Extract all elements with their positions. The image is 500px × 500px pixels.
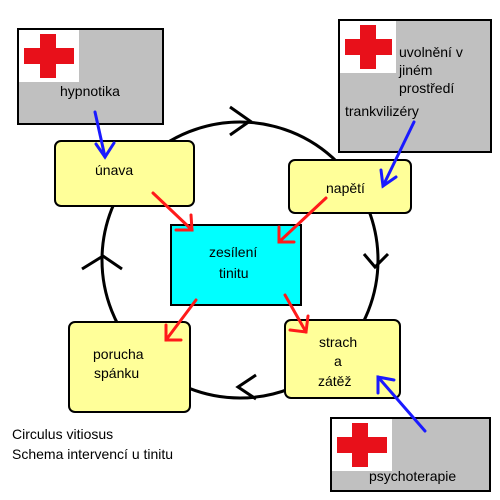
red-cross-icon (332, 419, 392, 471)
red-cross-icon (19, 30, 79, 82)
cycle-arrow-top (229, 105, 253, 137)
arrow-psychoterapie-to-strach (376, 375, 427, 433)
trankvilizery-line-1: uvolnění v (399, 44, 463, 60)
cycle-ring (100, 120, 380, 400)
hypnotika-label: hypnotika (60, 83, 120, 99)
arrow-trankvilizery-to-napeti (379, 120, 416, 189)
caption-line-2: Schema intervencí u tinitu (12, 446, 173, 462)
caption-line-1: Circulus vitiosus (12, 426, 113, 442)
porucha-spanku-line-2: spánku (94, 365, 139, 381)
trankvilizery-line-3: prostředí (399, 80, 454, 96)
center-line-2: tinitu (219, 265, 249, 281)
psychoterapie-label: psychoterapie (369, 468, 456, 484)
arrow-center-to-strach (283, 293, 310, 334)
arrow-hypnotika-to-unava (93, 110, 116, 160)
arrow-napeti-to-center (277, 196, 328, 244)
node-unava: únava (54, 140, 195, 207)
strach-zatez-line-2: a (334, 353, 342, 369)
treatment-box-trankvilizery: uvolnění v jiném prostředí trankvilizéry (338, 19, 492, 153)
center-node-zesileni-tinitu: zesílení tinitu (170, 224, 302, 306)
treatment-box-hypnotika: hypnotika (17, 28, 164, 125)
node-porucha-spanku: porucha spánku (68, 321, 191, 413)
strach-zatez-line-3: zátěž (318, 373, 351, 389)
cycle-arrow-bottom (235, 373, 257, 401)
trankvilizery-line-2: jiném (398, 62, 432, 78)
treatment-box-psychoterapie: psychoterapie (330, 417, 491, 492)
cycle-arrow-left (81, 254, 123, 271)
unava-label: únava (95, 162, 133, 178)
trankvilizery-line-4: trankvilizéry (345, 103, 419, 119)
arrow-center-to-porucha (164, 298, 198, 342)
strach-zatez-line-1: strach (319, 334, 357, 350)
center-line-1: zesílení (209, 244, 257, 260)
napeti-label: napětí (326, 180, 365, 196)
node-strach-zatez: strach a zátěž (284, 319, 401, 399)
porucha-spanku-line-1: porucha (93, 346, 144, 362)
cycle-arrow-right (362, 252, 390, 270)
arrow-unava-to-center (151, 191, 194, 232)
red-cross-icon (340, 21, 396, 73)
